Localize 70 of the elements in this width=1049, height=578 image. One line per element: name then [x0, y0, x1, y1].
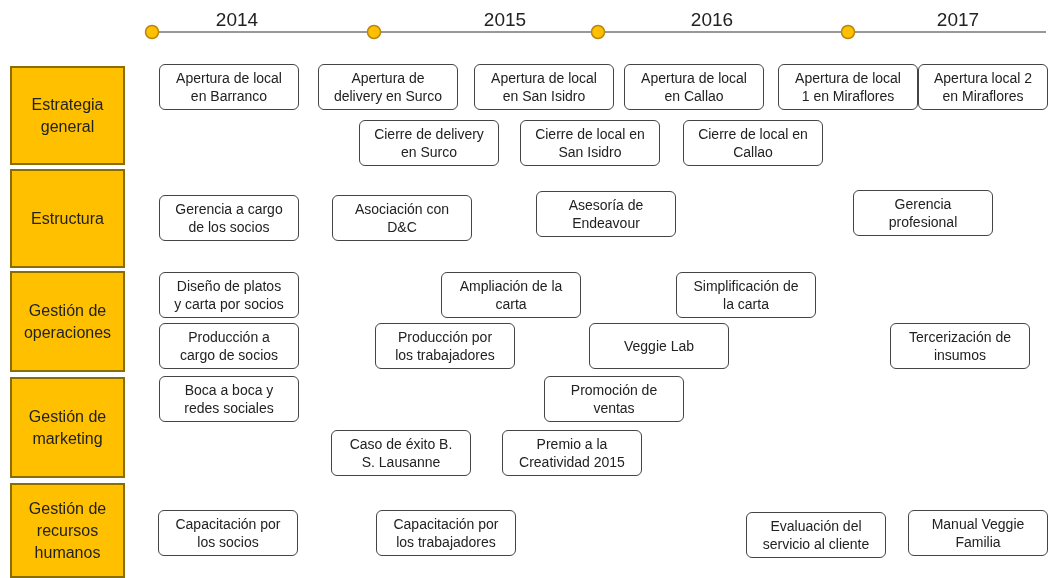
- event-label: Apertura de delivery en Surco: [332, 69, 444, 105]
- category-box: [10, 377, 125, 478]
- event-box: [853, 190, 993, 236]
- event-box: [589, 323, 729, 369]
- event-box: [544, 376, 684, 422]
- event-label: Apertura local 2 en Miraflores: [932, 69, 1034, 105]
- event-box: [908, 510, 1048, 556]
- event-box: [318, 64, 458, 110]
- year-label: 2014: [214, 8, 260, 32]
- event-label: Apertura de local en Callao: [640, 69, 748, 105]
- event-box: [359, 120, 499, 166]
- event-label: Capacitación por los socios: [174, 515, 282, 551]
- event-label: Manual Veggie Familia: [930, 515, 1026, 551]
- event-box: [159, 64, 299, 110]
- category-label: Estructura: [31, 208, 104, 229]
- event-box: [159, 376, 299, 422]
- event-label: Caso de éxito B. S. Lausanne: [348, 435, 454, 471]
- category-label: Estrategia general: [30, 94, 105, 137]
- event-label: Boca a boca y redes sociales: [183, 381, 275, 417]
- event-label: Simplificación de la carta: [692, 277, 800, 313]
- event-box: [474, 64, 614, 110]
- event-label: Producción a cargo de socios: [178, 328, 280, 364]
- event-box: [332, 195, 472, 241]
- category-box: [10, 271, 125, 372]
- event-label: Gerencia profesional: [887, 195, 959, 231]
- event-box: [158, 510, 298, 556]
- event-box: [624, 64, 764, 110]
- event-box: [159, 323, 299, 369]
- event-box: [331, 430, 471, 476]
- event-label: Evaluación del servicio al cliente: [761, 517, 871, 553]
- event-label: Veggie Lab: [623, 337, 695, 355]
- event-box: [683, 120, 823, 166]
- event-label: Promoción de ventas: [569, 381, 659, 417]
- event-box: [376, 510, 516, 556]
- event-box: [441, 272, 581, 318]
- event-label: Asociación con D&C: [353, 200, 451, 236]
- event-label: Ampliación de la carta: [458, 277, 564, 313]
- event-box: [159, 195, 299, 241]
- event-box: [375, 323, 515, 369]
- event-label: Apertura de local en Barranco: [175, 69, 283, 105]
- category-label: Gestión de operaciones: [22, 300, 113, 343]
- category-label: Gestión de recursos humanos: [27, 498, 108, 563]
- year-label: 2016: [689, 8, 735, 32]
- event-label: Gerencia a cargo de los socios: [174, 200, 284, 236]
- event-label: Diseño de platos y carta por socios: [173, 277, 285, 313]
- event-box: [918, 64, 1048, 110]
- event-label: Producción por los trabajadores: [394, 328, 496, 364]
- event-box: [520, 120, 660, 166]
- event-label: Apertura de local en San Isidro: [490, 69, 598, 105]
- event-box: [778, 64, 918, 110]
- event-label: Cierre de delivery en Surco: [373, 125, 485, 161]
- event-label: Capacitación por los trabajadores: [392, 515, 500, 551]
- event-label: Apertura de local 1 en Miraflores: [794, 69, 902, 105]
- year-label: 2015: [482, 8, 528, 32]
- event-box: [890, 323, 1030, 369]
- category-box: [10, 169, 125, 268]
- event-box: [676, 272, 816, 318]
- category-box: [10, 483, 125, 578]
- category-box: [10, 66, 125, 165]
- event-label: Asesoría de Endeavour: [567, 196, 645, 232]
- event-label: Premio a la Creatividad 2015: [518, 435, 626, 471]
- event-label: Cierre de local en Callao: [697, 125, 809, 161]
- event-box: [746, 512, 886, 558]
- year-label: 2017: [935, 8, 981, 32]
- event-label: Cierre de local en San Isidro: [534, 125, 646, 161]
- event-box: [502, 430, 642, 476]
- event-box: [536, 191, 676, 237]
- event-box: [159, 272, 299, 318]
- category-label: Gestión de marketing: [27, 406, 108, 449]
- event-label: Tercerización de insumos: [908, 328, 1012, 364]
